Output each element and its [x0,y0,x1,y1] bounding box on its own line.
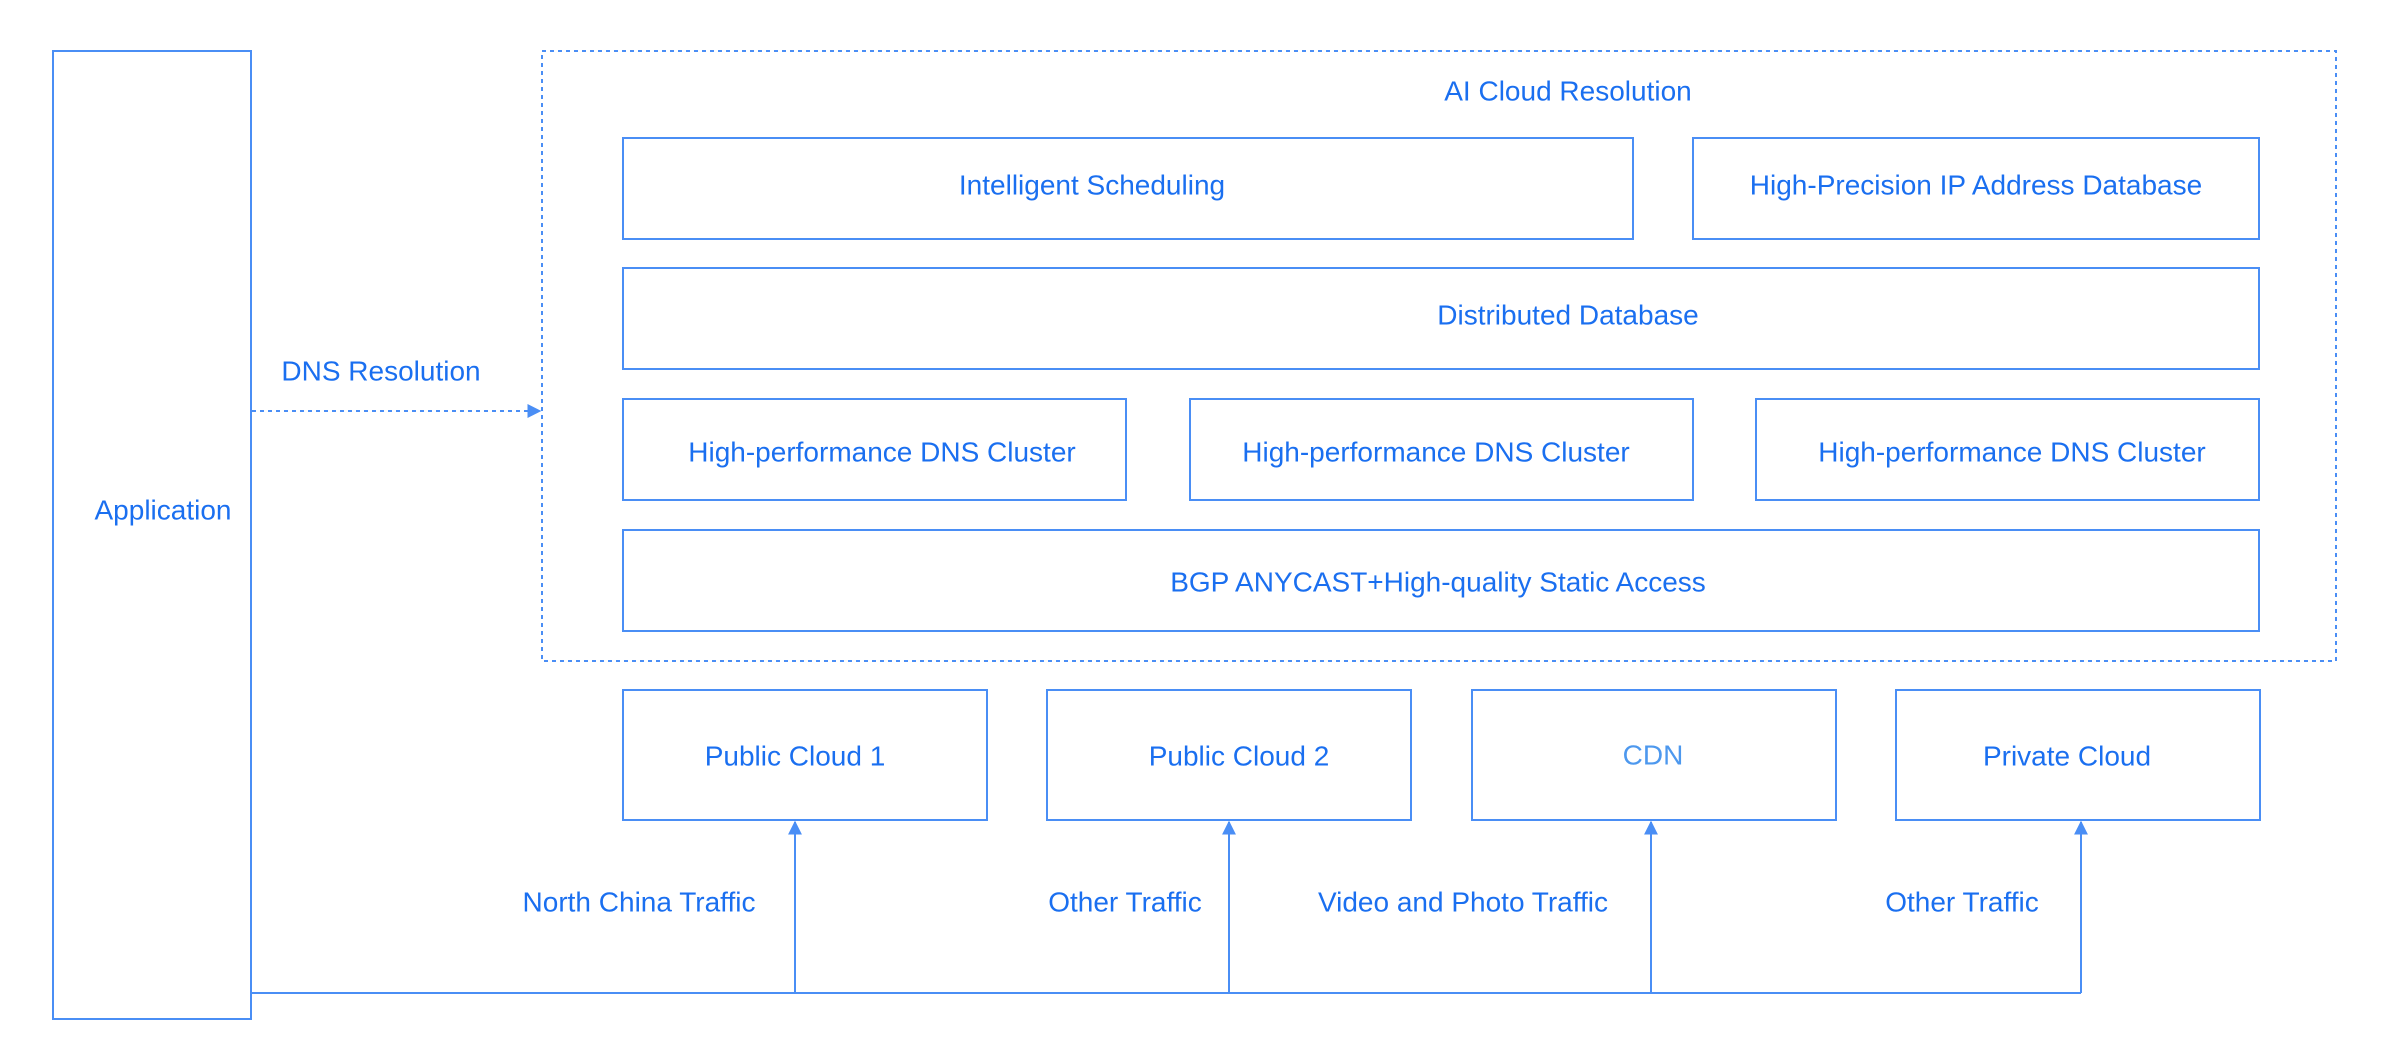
dns-cluster-label-3: High-performance DNS Cluster [1818,436,2205,467]
traffic-label-private-cloud: Other Traffic [1885,886,2039,917]
ai-cloud-dotted-border [541,50,2337,662]
bgp-access-node: BGP ANYCAST+High-quality Static Access [622,529,2260,632]
application-node: Application [52,50,252,1020]
bgp-access-box [622,529,2260,632]
traffic-label-public-cloud-2: Other Traffic [1048,886,1202,917]
dns-cluster-node-2: High-performance DNS Cluster [1189,398,1694,501]
traffic-label-public-cloud-1: North China Traffic [523,886,756,917]
dns-cluster-node-3: High-performance DNS Cluster [1755,398,2260,501]
target-box-cdn [1471,689,1837,821]
traffic-routing: North China Traffic Other Traffic Video … [252,820,2088,994]
distributed-database-box [622,267,2260,370]
application-box [52,50,252,1020]
ai-cloud-container: AI Cloud Resolution Intelligent Scheduli… [541,50,2337,662]
dns-cluster-node-1: High-performance DNS Cluster [622,398,1127,501]
target-box-public-cloud-1 [622,689,988,821]
target-node-public-cloud-1: Public Cloud 1 [622,689,988,821]
dns-cluster-label-2: High-performance DNS Cluster [1242,436,1629,467]
target-node-cdn: CDN [1471,689,1837,821]
dns-cluster-box-2 [1189,398,1694,501]
target-node-private-cloud: Private Cloud [1895,689,2261,821]
ai-cloud-title: AI Cloud Resolution [1444,75,1691,106]
dns-cluster-label-1: High-performance DNS Cluster [688,436,1075,467]
distributed-database-label: Distributed Database [1437,299,1698,330]
target-box-private-cloud [1895,689,2261,821]
target-label-public-cloud-1: Public Cloud 1 [705,740,886,771]
target-label-private-cloud: Private Cloud [1983,740,2151,771]
target-label-cdn: CDN [1623,739,1684,770]
application-label: Application [95,494,232,525]
dns-cluster-box-1 [622,398,1127,501]
intelligent-scheduling-label: Intelligent Scheduling [959,169,1225,200]
intelligent-scheduling-node: Intelligent Scheduling [622,137,1634,240]
traffic-label-cdn: Video and Photo Traffic [1318,886,1608,917]
dns-resolution-label: DNS Resolution [281,355,480,386]
dns-cluster-box-3 [1755,398,2260,501]
target-node-public-cloud-2: Public Cloud 2 [1046,689,1412,821]
target-label-public-cloud-2: Public Cloud 2 [1149,740,1330,771]
dns-resolution-edge: DNS Resolution [252,355,542,418]
ip-database-label: High-Precision IP Address Database [1750,169,2202,200]
distributed-database-node: Distributed Database [622,267,2260,370]
intelligent-scheduling-box [622,137,1634,240]
ip-database-node: High-Precision IP Address Database [1692,137,2260,240]
ip-database-box [1692,137,2260,240]
target-box-public-cloud-2 [1046,689,1412,821]
bgp-access-label: BGP ANYCAST+High-quality Static Access [1170,566,1706,597]
